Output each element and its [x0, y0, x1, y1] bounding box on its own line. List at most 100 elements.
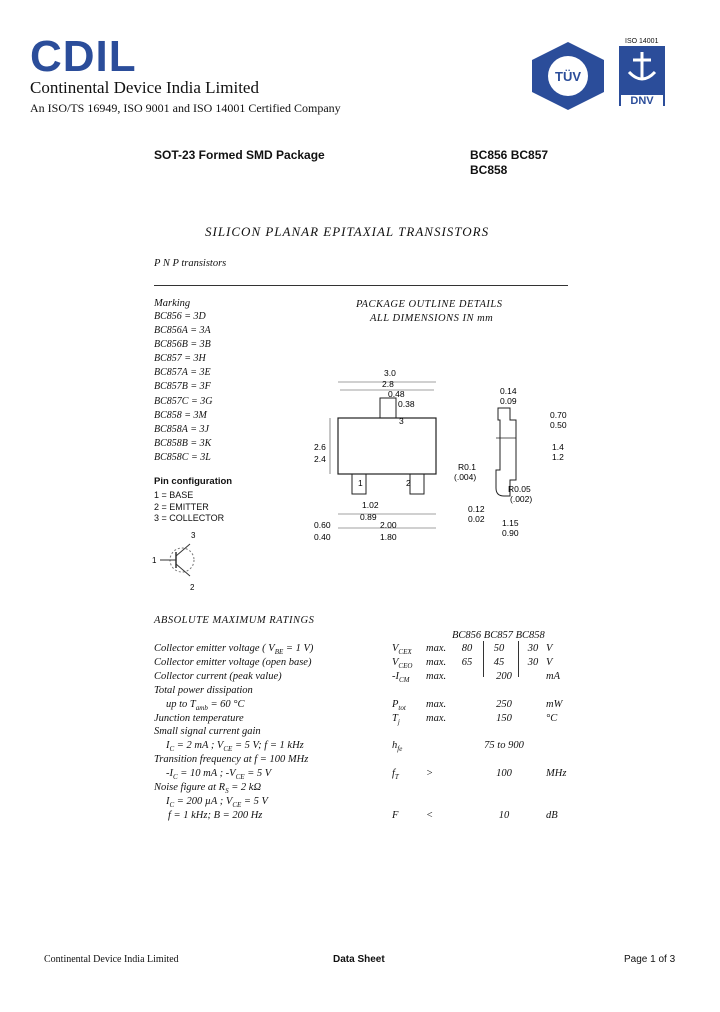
- dim-w-max: 3.0: [384, 368, 396, 378]
- pin2-label: 2: [406, 478, 411, 488]
- dim-lead-max: 0.48: [388, 389, 405, 399]
- symbol-pin-2: 2: [190, 583, 195, 592]
- dim-body-min: 1.2: [552, 452, 564, 462]
- rating-unit: V: [546, 656, 553, 668]
- marking-heading: Marking: [154, 298, 191, 309]
- dim-rad2b: (.002): [510, 494, 532, 504]
- rating-symbol: -ICM: [392, 670, 410, 684]
- dnv-badge-icon: DNV: [619, 46, 665, 107]
- rating-unit: V: [546, 643, 553, 654]
- rating-qualifier: max.: [426, 712, 447, 724]
- dim-stand-min: 0.02: [468, 514, 485, 524]
- rating-value: 250: [496, 698, 512, 710]
- dim-thick-max: 0.14: [500, 386, 517, 396]
- marking-item: BC858 = 3M: [154, 409, 207, 421]
- marking-item: BC858C = 3L: [154, 451, 211, 463]
- dim-len-max: 1.15: [502, 518, 519, 528]
- dim-rad1b: (.004): [454, 472, 476, 482]
- rating-qualifier: <: [426, 809, 434, 821]
- dim-lead-min: 0.38: [398, 399, 415, 409]
- footer-center: Data Sheet: [333, 954, 385, 965]
- rating-value-bc858: 30: [527, 643, 539, 654]
- certification-line: An ISO/TS 16949, ISO 9001 and ISO 14001 …: [30, 101, 341, 115]
- outline-title: PACKAGE OUTLINE DETAILS: [356, 299, 503, 310]
- dim-pitch-max: 1.02: [362, 500, 379, 510]
- pin-config-heading: Pin configuration: [154, 476, 233, 487]
- dim-top-min: 0.50: [550, 420, 567, 430]
- pin-item: 1 = BASE: [154, 490, 194, 500]
- marking-item: BC857B = 3F: [154, 381, 211, 393]
- marking-item: BC858A = 3J: [154, 423, 209, 435]
- ratings-columns: BC856 BC857 BC858: [452, 630, 562, 641]
- col-header: BC857: [483, 630, 513, 641]
- footer-company: Continental Device India Limited: [44, 954, 179, 965]
- rating-unit: MHz: [546, 768, 567, 780]
- symbol-pin-3: 3: [191, 531, 196, 540]
- rating-parameter: IC = 200 µA ; VCE = 5 V: [166, 795, 268, 809]
- dim-span-min: 1.80: [380, 532, 397, 542]
- subtitle: P N P transistors: [154, 258, 227, 269]
- rating-parameter: Collector emitter voltage (open base): [154, 656, 312, 668]
- dim-pitch-min: 0.89: [360, 512, 377, 522]
- marking-item: BC856B = 3B: [154, 339, 211, 351]
- pin-item: 3 = COLLECTOR: [154, 513, 225, 523]
- marking-item: BC857C = 3G: [154, 395, 213, 407]
- pin-item: 2 = EMITTER: [154, 501, 209, 512]
- footer-page: Page 1 of 3: [624, 954, 676, 965]
- rating-value: 100: [496, 768, 512, 780]
- rating-qualifier: >: [426, 768, 434, 780]
- dim-span-max: 2.00: [380, 520, 397, 530]
- part-numbers-line1: BC856 BC857: [470, 148, 549, 162]
- rating-value-bc858: 30: [527, 656, 539, 668]
- marking-item: BC856 = 3D: [154, 311, 206, 322]
- dim-foot-max: 0.60: [314, 520, 331, 530]
- dim-thick-min: 0.09: [500, 396, 517, 406]
- company-logo: CDIL: [30, 32, 137, 81]
- part-numbers-line2: BC858: [470, 163, 508, 177]
- pin-config-list: 1 = BASE 2 = EMITTER 3 = COLLECTOR: [154, 490, 224, 525]
- dim-body-max: 1.4: [552, 442, 564, 452]
- col-separator: [518, 641, 519, 677]
- pin1-label: 1: [358, 478, 363, 488]
- pin3-label: 3: [399, 416, 404, 426]
- package-outline-drawing: 3.0 2.8 0.48 0.38 3 1 2 2.6 2.4 1.02 0.8…: [300, 360, 580, 550]
- package-title: SOT-23 Formed SMD Package: [154, 148, 325, 162]
- outline-subtitle: ALL DIMENSIONS IN mm: [370, 313, 494, 324]
- rating-value: 45: [493, 656, 505, 668]
- ratings-heading: ABSOLUTE MAXIMUM RATINGS: [154, 615, 315, 626]
- rating-parameter: Noise figure at RS = 2 kΩ: [154, 782, 262, 796]
- rating-parameter: up to Tamb = 60 °C: [166, 698, 245, 712]
- rating-symbol: F: [392, 809, 399, 821]
- dnv-label: DNV: [621, 95, 663, 107]
- dim-stand-max: 0.12: [468, 504, 485, 514]
- rating-parameter: Collector emitter voltage ( VBE = 1 V): [154, 643, 314, 657]
- rating-symbol: Ptot: [392, 698, 406, 712]
- tuv-label: TÜV: [555, 69, 581, 84]
- marking-item: BC857A = 3E: [154, 367, 211, 379]
- rating-parameter: Total power dissipation: [154, 684, 253, 696]
- company-name: Continental Device India Limited: [30, 78, 259, 97]
- col-separator: [483, 641, 484, 677]
- rating-unit: dB: [546, 809, 558, 821]
- rating-parameter: Junction temperature: [154, 712, 244, 724]
- rating-unit: °C: [546, 712, 558, 724]
- rating-parameter: Small signal current gain: [154, 726, 261, 738]
- symbol-pin-1: 1: [152, 556, 157, 565]
- rating-parameter: Transition frequency at f = 100 MHz: [154, 754, 309, 766]
- rating-value: 50: [493, 643, 505, 654]
- dim-rad1: R0.1: [458, 462, 476, 472]
- rating-value: 150: [496, 712, 512, 724]
- rating-symbol: Tj: [392, 712, 400, 726]
- marking-list: BC856 = 3D BC856A = 3A BC856B = 3B BC857…: [154, 310, 212, 465]
- rating-unit: mW: [546, 698, 563, 710]
- marking-item: BC856A = 3A: [154, 325, 211, 337]
- transistor-symbol-icon: 3 1 2: [150, 530, 210, 596]
- col-header: BC858: [515, 630, 545, 641]
- rating-parameter: IC = 2 mA ; VCE = 5 V; f = 1 kHz: [166, 740, 304, 754]
- rating-symbol: VCEX: [392, 643, 412, 657]
- rating-parameter: Collector current (peak value): [154, 670, 282, 682]
- iso-badge-label: ISO 14001: [625, 38, 659, 45]
- dim-top-max: 0.70: [550, 410, 567, 420]
- dim-len-min: 0.90: [502, 528, 519, 538]
- marking-item: BC857 = 3H: [154, 353, 206, 365]
